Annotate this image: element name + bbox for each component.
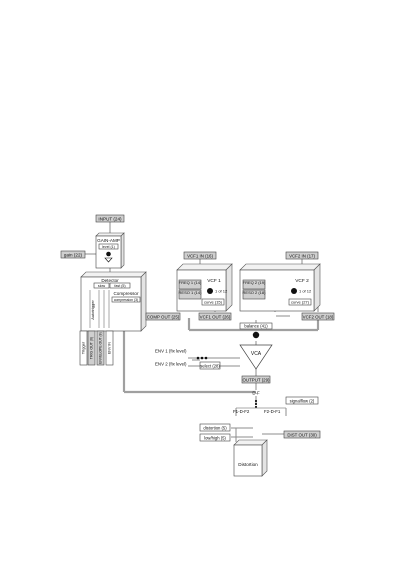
vcf1-in-label: VCF1 IN (16) — [187, 254, 213, 259]
distortion-amount-control[interactable] — [199, 423, 231, 432]
env-in-label: ENV IN — [108, 342, 112, 354]
env2-label: ENV 2 (fix level) — [155, 362, 187, 367]
env-out-port[interactable] — [96, 330, 105, 366]
signalflow-label: signalflow (2) — [290, 399, 315, 404]
trig-out-label: TRIG OUT (6) — [90, 337, 94, 360]
routing-dot — [254, 402, 258, 406]
env-in-port[interactable] — [105, 330, 114, 366]
slow-label: slow — [98, 284, 106, 288]
signalflow-control[interactable]: signalflow (2) — [285, 396, 319, 405]
env-junction-dot — [200, 356, 204, 360]
level-knob-icon — [106, 251, 111, 257]
compression-control[interactable] — [111, 296, 141, 303]
routing-switch: D-F F1-D-F2 F2-D-F1 — [233, 391, 286, 414]
env-select: ENV 1 (fix level) ENV 2 (fix level) sele… — [155, 349, 220, 370]
output-port[interactable]: OUTPUT (29) — [241, 375, 271, 384]
distortion-lowhigh-label: low/high (5) — [204, 436, 226, 441]
vcf2-curve-label: curve (27) — [291, 300, 310, 305]
vcf1-curve-label: curve (15) — [204, 300, 223, 305]
distortion-lowhigh-control[interactable] — [199, 433, 231, 442]
vcf2-of-label: 1 of 12 — [299, 289, 312, 294]
comp-out-label: COMP OUT (25) — [147, 315, 180, 320]
vca-label: VCA — [251, 351, 262, 357]
distortion-amount-label: distortion (5) — [203, 426, 227, 431]
input-label: INPUT (24) — [98, 217, 122, 222]
select-label: select (28) — [200, 364, 220, 369]
select-control[interactable] — [199, 361, 221, 370]
reso1-control[interactable] — [178, 289, 202, 300]
balance-label: balance (41) — [244, 324, 268, 329]
gain-amp-title: GAIN-AMP — [97, 238, 120, 243]
reso2-control[interactable] — [242, 289, 266, 300]
balance-control[interactable]: balance (41) — [239, 322, 273, 339]
fast-label: fast (5) — [114, 284, 125, 288]
compressor-title: Compressor — [113, 291, 138, 296]
balance-knob-icon — [252, 331, 260, 339]
detector-title: Detector — [101, 278, 119, 283]
trigger-title: Trigger — [81, 341, 86, 354]
level-control[interactable] — [98, 243, 119, 250]
autotrigger-label: Autotrigger — [90, 300, 95, 320]
freq1-control[interactable] — [178, 279, 202, 290]
compression-label: compression (3) — [114, 298, 138, 302]
freq1-label: FREQ 1 (14) — [179, 280, 202, 285]
vcf1-of-label: 1 of 12 — [215, 289, 228, 294]
slow-switch[interactable] — [93, 282, 110, 289]
vca-triangle-icon — [239, 344, 273, 370]
vca-block: VCA — [239, 344, 273, 370]
route-df-label: D-F — [252, 391, 260, 396]
vcf1-curve-control[interactable] — [201, 298, 225, 306]
fast-switch[interactable] — [109, 282, 131, 289]
env-junction-dot — [204, 356, 208, 360]
route-f2-label: F2-D-F1 — [264, 409, 281, 414]
env-out-label: ENVELOPE OUT (8) — [99, 332, 103, 363]
output-label: OUTPUT (29) — [243, 378, 271, 383]
distortion-controls: distortion (5) low/high (5) — [199, 423, 231, 442]
vcf1-title: VCF 1 — [207, 278, 221, 284]
trigger-caption — [79, 330, 88, 366]
vcf2-title: VCF 2 — [295, 278, 309, 284]
gain-port[interactable]: gain (22) — [60, 250, 86, 259]
vcf2-out-label: VCF2 OUT (18) — [303, 315, 334, 320]
vcf1-module: VCF 1 FREQ 1 (14) RESO 1 (14) 1 of 12 cu… — [176, 263, 233, 312]
detector-outputs: Trigger TRIG OUT (6) ENVELOPE OUT (8) EN… — [79, 330, 114, 366]
freq2-control[interactable] — [242, 279, 266, 290]
vcf1-out-label: VCF1 OUT (26) — [200, 315, 231, 320]
routing-dot — [254, 399, 258, 403]
dist-out-label: DIST OUT (30) — [287, 433, 317, 438]
level-label: level (1) — [102, 245, 115, 249]
reso1-label: RESO 1 (14) — [179, 290, 203, 295]
vcf1-out-port[interactable]: VCF1 OUT (26) — [198, 312, 232, 321]
vcf2-curve-control[interactable] — [288, 298, 312, 306]
env1-label: ENV 1 (fix level) — [155, 349, 187, 354]
detector-compressor-module: Detector slow fast (5) Autotrigger Compr… — [80, 271, 147, 332]
input-port[interactable]: INPUT (24) — [95, 214, 125, 223]
distortion-module: Distortion — [233, 439, 268, 477]
gain-label: gain (22) — [64, 253, 83, 258]
gain-amp-module: GAIN-AMP level (1) — [95, 232, 125, 269]
vcf2-mode-knob-icon — [291, 288, 297, 294]
dist-out-port[interactable]: DIST OUT (30) — [283, 430, 321, 439]
comp-out-port[interactable]: COMP OUT (25) — [145, 312, 181, 321]
routing-dot — [254, 405, 258, 409]
freq2-label: FREQ 2 (19) — [243, 280, 266, 285]
amplifier-triangle-icon — [104, 257, 113, 263]
vcf1-mode-knob-icon — [207, 288, 213, 294]
reso2-label: RESO 2 (18) — [243, 290, 267, 295]
vcf2-in-port[interactable]: VCF2 IN (17) — [285, 251, 319, 260]
trig-out-port[interactable] — [87, 330, 96, 366]
route-f1-label: F1-D-F2 — [233, 409, 250, 414]
vcf2-in-label: VCF2 IN (17) — [289, 254, 315, 259]
distortion-title: Distortion — [238, 462, 258, 467]
env-junction-dot — [196, 356, 200, 360]
vcf2-module: VCF 2 FREQ 2 (19) RESO 2 (18) 1 of 12 cu… — [239, 263, 321, 312]
vcf2-out-port[interactable]: VCF2 OUT (18) — [301, 312, 335, 321]
vcf1-in-port[interactable]: VCF1 IN (16) — [183, 251, 217, 260]
